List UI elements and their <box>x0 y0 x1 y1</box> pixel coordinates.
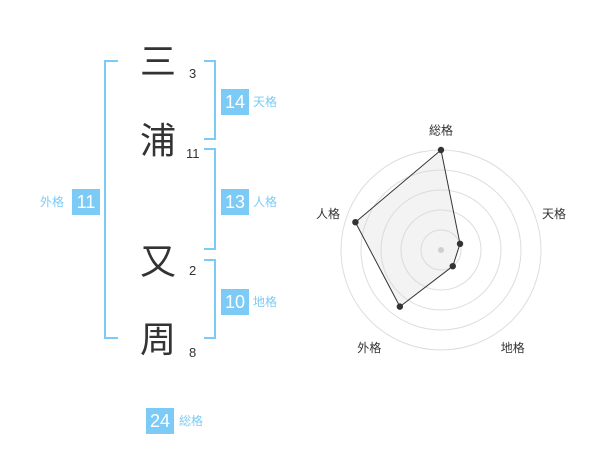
tenkaku-bracket <box>204 60 216 140</box>
gaikaku-bracket <box>104 60 118 339</box>
name-char-4-strokes: 8 <box>189 345 197 360</box>
radar-point-1 <box>437 146 445 154</box>
soukaku-label: 総格 <box>179 414 204 428</box>
name-char-1: 三 <box>140 42 177 83</box>
tenkaku-value: 14 <box>221 89 249 115</box>
radar-axis-label-2: 天格 <box>542 206 566 221</box>
jinkaku-label: 人格 <box>253 195 278 209</box>
radar-point-2 <box>456 240 464 248</box>
name-char-3: 又 <box>140 242 177 283</box>
name-char-2: 浦 <box>140 121 177 162</box>
name-char-4: 周 <box>140 320 177 361</box>
radar-center-dot <box>438 247 444 253</box>
gaikaku-label: 外格 <box>40 195 65 209</box>
radar-axis-label-1: 総格 <box>429 123 453 138</box>
name-char-2-strokes: 11 <box>186 146 200 161</box>
radar-point-5 <box>352 218 359 226</box>
radar-axis-label-4: 外格 <box>357 340 381 355</box>
name-char-3-strokes: 2 <box>189 263 197 278</box>
tenkaku-label: 天格 <box>253 95 278 109</box>
radar-point-4 <box>396 303 404 310</box>
chikaku-value: 10 <box>221 289 249 315</box>
radar-ring-3 <box>380 189 502 311</box>
chikaku-label: 地格 <box>253 295 278 309</box>
jinkaku-value: 13 <box>221 189 249 215</box>
radar-point-3 <box>449 262 456 270</box>
jinkaku-bracket <box>204 148 216 250</box>
gaikaku-value: 11 <box>72 189 100 215</box>
radar-axis-label-5: 人格 <box>316 206 340 221</box>
name-char-1-strokes: 3 <box>189 66 197 81</box>
radar-ring-2 <box>400 209 482 291</box>
chikaku-bracket <box>204 259 216 339</box>
soukaku-value: 24 <box>146 408 174 434</box>
radar-value-area <box>354 149 461 308</box>
radar-axis-label-3: 地格 <box>501 340 525 355</box>
radar-ring-1 <box>420 229 462 271</box>
radar-ring-4 <box>360 169 522 331</box>
